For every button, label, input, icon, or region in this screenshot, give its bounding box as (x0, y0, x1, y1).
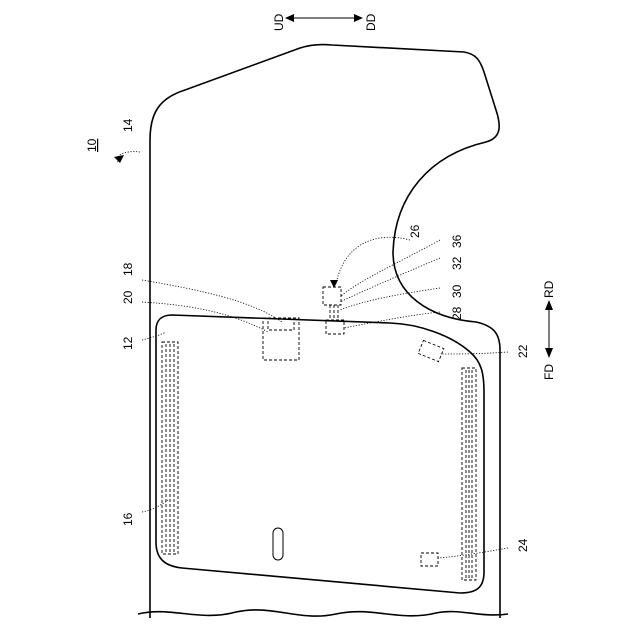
label-rear: RD (542, 280, 556, 298)
part-26-box (323, 287, 341, 305)
part-24-box (421, 553, 438, 566)
label-down: DD (364, 13, 378, 31)
numeral-36: 36 (450, 234, 464, 248)
vertical-direction-arrow: UD DD (272, 13, 378, 31)
numeral-10: 10 (85, 138, 99, 152)
left-strip (162, 342, 178, 554)
part-22-box (418, 340, 444, 361)
assembly-arrowhead (114, 155, 124, 163)
numeral-24: 24 (516, 538, 530, 552)
numeral-26: 26 (408, 224, 422, 238)
numeral-32: 32 (450, 256, 464, 270)
numeral-28: 28 (450, 306, 464, 320)
break-line (138, 610, 508, 616)
leader-lines (117, 152, 508, 558)
numeral-18: 18 (121, 262, 135, 276)
numeral-16: 16 (121, 512, 135, 526)
part-28-box (326, 320, 344, 334)
numeral-22: 22 (516, 344, 530, 358)
numeral-14: 14 (121, 118, 135, 132)
body-outline (150, 44, 500, 618)
slot (273, 528, 283, 560)
numeral-30: 30 (450, 284, 464, 298)
right-strip (462, 368, 476, 580)
cover-panel (156, 315, 484, 593)
numeral-20: 20 (121, 290, 135, 304)
numeral-12: 12 (121, 336, 135, 350)
horizontal-direction-arrow: RD FD (542, 280, 556, 380)
part-26-arrowhead (330, 280, 338, 288)
label-up: UD (272, 13, 286, 31)
label-front: FD (542, 364, 556, 380)
